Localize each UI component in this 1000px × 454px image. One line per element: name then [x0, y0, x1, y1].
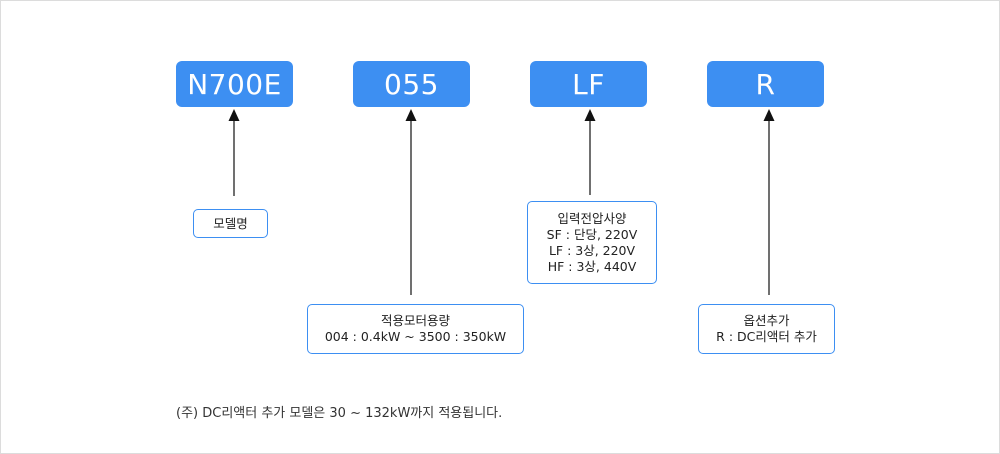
- arrow-head-option: [763, 109, 775, 121]
- desc-line-voltage-2: LF : 3상, 220V: [548, 242, 636, 258]
- code-label-option: R: [755, 67, 776, 101]
- arrow-head-capacity: [405, 109, 417, 121]
- arrow-head-voltage: [584, 109, 596, 121]
- desc-line-voltage-3: HF : 3상, 440V: [547, 258, 637, 274]
- desc-line-capacity-1: 004 : 0.4kW ~ 3500 : 350kW: [324, 329, 507, 344]
- code-label-capacity: 055: [384, 67, 439, 101]
- code-box-option: R: [707, 61, 824, 107]
- footnote: (주) DC리액터 추가 모델은 30 ~ 132kW까지 적용됩니다.: [176, 406, 503, 421]
- code-box-model: N700E: [176, 61, 293, 107]
- desc-title-capacity: 적용모터용량: [380, 313, 450, 328]
- desc-title-option: 옵션추가: [743, 313, 790, 328]
- code-box-voltage: LF: [530, 61, 647, 107]
- desc-title-model: 모델명: [213, 215, 248, 231]
- code-box-capacity: 055: [353, 61, 470, 107]
- desc-box-capacity: 적용모터용량 004 : 0.4kW ~ 3500 : 350kW: [307, 304, 524, 354]
- desc-box-model: 모델명: [193, 209, 268, 238]
- desc-box-option: 옵션추가 R : DC리액터 추가: [698, 304, 835, 354]
- arrow-head-model: [228, 109, 240, 121]
- desc-title-voltage: 입력전압사양: [557, 210, 627, 226]
- desc-line-voltage-1: SF : 단당, 220V: [546, 226, 638, 242]
- desc-line-option-1: R : DC리액터 추가: [716, 329, 817, 344]
- code-label-voltage: LF: [572, 67, 605, 101]
- desc-box-voltage: 입력전압사양 SF : 단당, 220V LF : 3상, 220V HF : …: [527, 201, 657, 284]
- code-label-model: N700E: [187, 67, 282, 101]
